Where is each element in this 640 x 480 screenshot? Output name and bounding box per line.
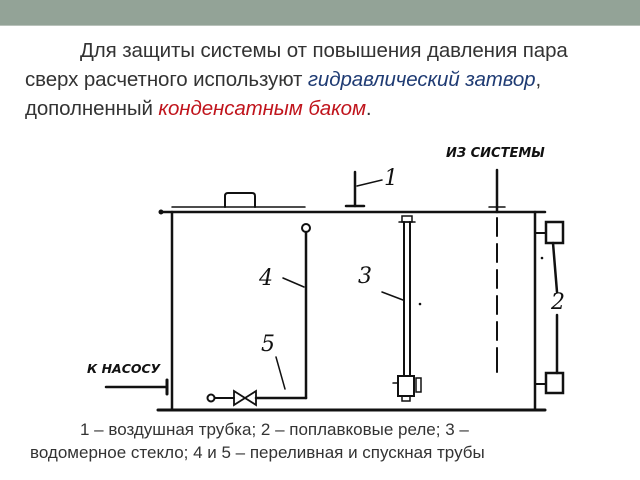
marker-4-overflow-pipe: 4 (259, 266, 273, 291)
label-to-pump: К НАСОСУ (87, 361, 161, 376)
marker-1-air-tube: 1 (384, 166, 398, 191)
caption-line-1: 1 – воздушная трубка; 2 – поплавковые ре… (80, 420, 469, 439)
caption-line-2: водомерное стекло; 4 и 5 – переливная и … (30, 443, 485, 462)
diagram-caption: 1 – воздушная трубка; 2 – поплавковые ре… (0, 418, 640, 464)
drain-pipe (206, 356, 308, 407)
header-band (0, 0, 640, 26)
marker-2-float-relay: 2 (551, 290, 565, 315)
term-hydraulic-seal: гидравлический затвор (307, 68, 536, 91)
intro-text-part2: , дополненный (25, 68, 542, 120)
from-system-pipe (488, 168, 506, 373)
overflow-pipe (282, 223, 311, 400)
label-from-system: ИЗ СИСТЕМЫ (446, 146, 545, 161)
marker-5-drain-pipe: 5 (261, 332, 275, 357)
term-condensate-tank: конденсатным баком (158, 97, 366, 120)
marker-3-water-glass: 3 (358, 264, 372, 289)
intro-paragraph: Для защиты системы от повышения давления… (25, 36, 625, 123)
water-gauge-glass (381, 215, 422, 402)
tank-body (156, 192, 547, 412)
air-tube (344, 170, 383, 208)
to-pump-pipe (104, 378, 169, 396)
float-relays (534, 220, 565, 395)
intro-text-part3: . (365, 97, 372, 120)
intro-text-part1: Для защиты системы от повышения давления… (25, 39, 568, 91)
